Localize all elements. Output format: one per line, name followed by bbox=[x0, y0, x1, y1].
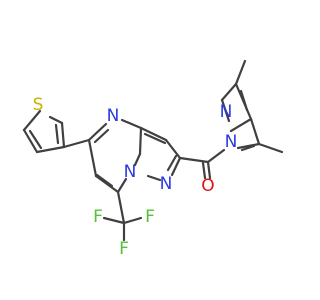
atom-label-sulfur: S bbox=[33, 95, 44, 115]
bond bbox=[220, 98, 231, 123]
bond bbox=[54, 123, 60, 145]
atom-label-nitrogen: N bbox=[220, 102, 233, 122]
thiophene-ring bbox=[22, 109, 91, 154]
bond bbox=[249, 117, 261, 146]
atom-label-nitrogen: N bbox=[225, 132, 238, 152]
bond bbox=[22, 128, 39, 154]
molecule-diagram: S N N N N N O F F F bbox=[22, 59, 284, 259]
molecule-structure: S N N N N N O F F F bbox=[22, 59, 284, 259]
bond bbox=[206, 160, 212, 180]
bond bbox=[138, 126, 143, 156]
atom-label-nitrogen: N bbox=[124, 162, 137, 182]
bond bbox=[116, 190, 126, 225]
bond bbox=[60, 121, 66, 149]
bond bbox=[28, 129, 43, 150]
bond bbox=[166, 154, 178, 172]
bond bbox=[48, 115, 64, 125]
bond bbox=[35, 145, 66, 154]
atom-label-fluorine: F bbox=[145, 207, 155, 227]
bond bbox=[170, 156, 182, 177]
pyrimidine-ring bbox=[87, 118, 143, 194]
bond bbox=[93, 128, 110, 144]
bond bbox=[22, 109, 42, 132]
bond bbox=[146, 174, 162, 182]
dimethylpyrazole-ring bbox=[220, 59, 284, 154]
bond bbox=[257, 142, 284, 154]
bond bbox=[94, 174, 120, 194]
bond bbox=[178, 156, 210, 164]
atom-label-nitrogen: N bbox=[160, 174, 173, 194]
bond bbox=[143, 132, 167, 145]
carbonyl-group bbox=[178, 148, 226, 180]
pyrazole-fused-ring bbox=[139, 126, 182, 182]
bond bbox=[206, 148, 226, 164]
bond bbox=[240, 144, 256, 152]
bond bbox=[220, 82, 238, 102]
bond bbox=[239, 89, 249, 112]
bond bbox=[236, 142, 261, 150]
bond bbox=[95, 173, 114, 188]
bond bbox=[133, 152, 142, 167]
bond bbox=[116, 177, 128, 194]
bond bbox=[164, 138, 182, 160]
bond bbox=[122, 216, 143, 225]
atom-label-fluorine: F bbox=[119, 239, 129, 259]
bond bbox=[62, 138, 91, 149]
bond bbox=[139, 126, 168, 142]
trifluoromethyl-group bbox=[102, 190, 143, 242]
atom-label-oxygen: O bbox=[201, 176, 214, 196]
bond bbox=[87, 122, 108, 142]
bond bbox=[229, 117, 253, 133]
bond bbox=[120, 118, 143, 130]
bond bbox=[87, 138, 98, 178]
atom-labels: S N N N N N O F F F bbox=[33, 95, 238, 259]
bond bbox=[102, 216, 126, 225]
bond bbox=[201, 161, 207, 180]
atom-label-fluorine: F bbox=[93, 207, 103, 227]
bond bbox=[234, 59, 247, 86]
atom-label-nitrogen: N bbox=[107, 106, 120, 126]
